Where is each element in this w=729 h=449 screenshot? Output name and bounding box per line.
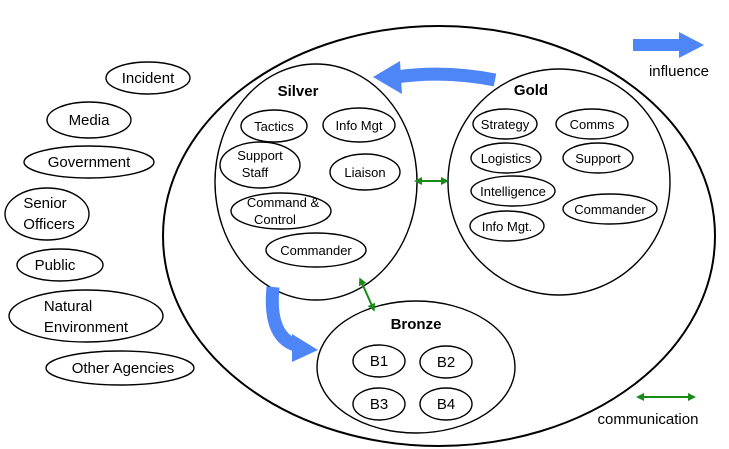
influence-arrow-gold-to-silver-head [373, 61, 402, 94]
silver-item-liaison [329, 153, 401, 191]
gold-item-info-mgt [469, 210, 545, 242]
legend-influence-arrow-shaft [633, 39, 681, 51]
bronze-label-b1: B1 [370, 353, 388, 370]
bronze-item-b3 [352, 387, 406, 421]
gold-label-support: Support [575, 151, 621, 166]
gold-label-commander: Commander [574, 202, 646, 217]
factor-label-government: Government [48, 154, 131, 171]
factor-oval-natural-environment [8, 289, 164, 343]
silver-item-support-staff [219, 141, 301, 189]
legend-influence-label: influence [649, 63, 709, 80]
gold-label-comms: Comms [570, 117, 615, 132]
influence-arrow-gold-to-silver [395, 67, 497, 87]
factor-oval-media [46, 101, 132, 139]
factor-label-senior-officers-2: Officers [23, 216, 74, 233]
silver-group: Silver Tactics Info Mgt Support Staff Li… [214, 63, 418, 301]
factor-oval-other-agencies [45, 350, 195, 386]
gold-item-strategy [472, 108, 538, 140]
bronze-label-b2: B2 [437, 354, 455, 371]
legend-communication-label: communication [598, 411, 699, 428]
influence-arrows [265, 61, 497, 362]
bronze-item-b4 [419, 387, 473, 421]
gold-group: Gold Strategy Comms Logistics Support In… [447, 68, 671, 296]
gold-item-commander [562, 193, 658, 225]
influence-arrow-silver-to-bronze-head [292, 334, 318, 362]
gold-item-intelligence [470, 175, 556, 207]
bronze-item-b2 [419, 345, 473, 379]
factor-label-incident: Incident [122, 70, 175, 87]
factor-label-senior-officers: Senior [23, 195, 66, 212]
gold-title: Gold [514, 82, 548, 99]
communication-arrow-silver-bronze [358, 277, 376, 312]
silver-item-tactics [240, 109, 308, 143]
factor-label-other-agencies: Other Agencies [72, 360, 175, 377]
gold-label-logistics: Logistics [481, 151, 532, 166]
factor-oval-senior-officers [4, 187, 90, 241]
silver-label-commander: Commander [280, 243, 352, 258]
gold-label-info-mgt: Info Mgt. [482, 219, 533, 234]
silver-label-command-control-2: Control [254, 212, 296, 227]
silver-label-info-mgt: Info Mgt [336, 118, 383, 133]
external-factors: Incident Media Government Senior Officer… [4, 61, 195, 386]
factor-label-media: Media [69, 112, 111, 129]
bronze-label-b4: B4 [437, 396, 455, 413]
legend: influence communication [598, 32, 709, 428]
silver-label-liaison: Liaison [344, 165, 385, 180]
factor-label-public: Public [35, 257, 76, 274]
gold-item-logistics [470, 142, 542, 174]
bronze-group: Bronze B1 B2 B3 B4 [316, 300, 516, 434]
gold-item-comms [555, 108, 629, 140]
silver-title: Silver [278, 83, 319, 100]
bronze-item-b1 [352, 344, 406, 378]
legend-influence-arrow-head [679, 32, 704, 58]
silver-item-info-mgt [322, 107, 396, 143]
silver-item-command-control [230, 192, 332, 230]
bronze-title: Bronze [391, 316, 442, 333]
factor-oval-public [16, 248, 104, 282]
factor-oval-government [23, 145, 155, 179]
silver-label-support-staff-2: Staff [242, 165, 269, 180]
silver-label-tactics: Tactics [254, 119, 294, 134]
factor-label-natural-environment-2: Environment [44, 319, 129, 336]
gold-item-support [562, 142, 634, 174]
factor-label-natural-environment: Natural [44, 298, 92, 315]
gold-label-strategy: Strategy [481, 117, 530, 132]
silver-label-command-control: Command & [247, 195, 320, 210]
silver-label-support-staff: Support [237, 148, 283, 163]
gold-label-intelligence: Intelligence [480, 184, 546, 199]
silver-item-commander [265, 232, 367, 268]
communication-arrows [358, 177, 449, 312]
bronze-label-b3: B3 [370, 396, 388, 413]
factor-oval-incident [105, 61, 191, 95]
